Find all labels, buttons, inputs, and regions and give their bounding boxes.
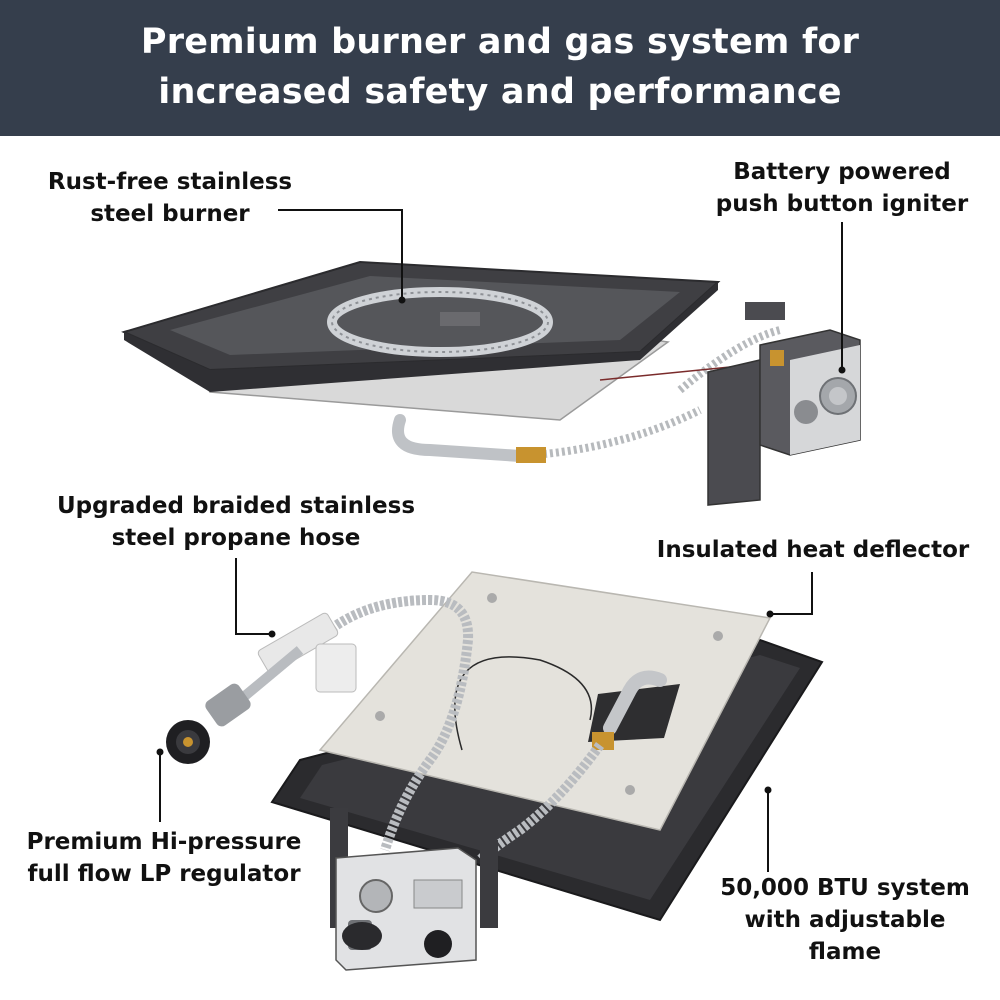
callout-regulator-line-1: Premium Hi-pressure bbox=[26, 829, 302, 855]
callout-hose: Upgraded braided stainless steel propane… bbox=[40, 490, 432, 554]
callout-burner: Rust-free stainless steel burner bbox=[40, 166, 300, 230]
callout-btu: 50,000 BTU system with adjustable flame bbox=[712, 872, 978, 968]
lower-control-box bbox=[330, 808, 498, 971]
callout-igniter-line-2: push button igniter bbox=[715, 191, 969, 217]
callout-hose-line-2: steel propane hose bbox=[111, 525, 361, 551]
callout-deflector-line-1: Insulated heat deflector bbox=[656, 537, 970, 563]
callout-regulator-line-2: full flow LP regulator bbox=[27, 861, 301, 887]
leader-dots bbox=[156, 296, 846, 794]
ring-burner bbox=[327, 287, 553, 357]
heat-deflector-assembly bbox=[270, 571, 824, 922]
braided-hose bbox=[314, 594, 605, 864]
callout-deflector: Insulated heat deflector bbox=[650, 534, 976, 566]
callout-burner-line-2: steel burner bbox=[90, 201, 250, 227]
callout-regulator: Premium Hi-pressure full flow LP regulat… bbox=[18, 826, 310, 890]
lp-regulator bbox=[166, 612, 357, 764]
callout-igniter-line-1: Battery powered bbox=[733, 159, 951, 185]
callout-burner-line-1: Rust-free stainless bbox=[47, 169, 293, 195]
igniter-control-box bbox=[707, 302, 861, 506]
callout-btu-line-3: flame bbox=[808, 939, 882, 965]
page-header: Premium burner and gas system for increa… bbox=[0, 0, 1000, 136]
header-title-line-2: increased safety and performance bbox=[158, 72, 842, 112]
header-title-line-1: Premium burner and gas system for bbox=[140, 22, 860, 62]
callout-hose-line-1: Upgraded braided stainless bbox=[56, 493, 416, 519]
leader-lines bbox=[159, 209, 843, 872]
callout-btu-line-2: with adjustable bbox=[744, 907, 946, 933]
upper-gas-tubes bbox=[392, 326, 782, 463]
burner-pan-assembly bbox=[121, 260, 721, 421]
callout-btu-line-1: 50,000 BTU system bbox=[720, 875, 970, 901]
callout-igniter: Battery powered push button igniter bbox=[712, 156, 972, 220]
